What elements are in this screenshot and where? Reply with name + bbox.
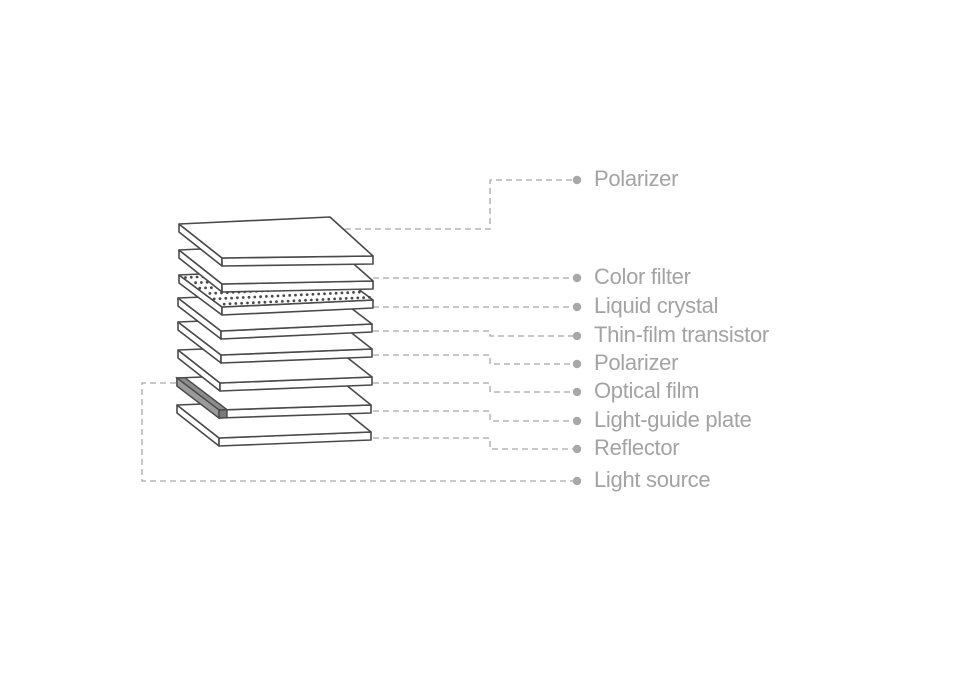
crystal-dot xyxy=(327,297,331,301)
crystal-dot xyxy=(195,275,199,279)
crystal-dot xyxy=(340,291,344,295)
crystal-dot xyxy=(198,286,202,290)
crystal-dot xyxy=(288,294,292,297)
crystal-dot xyxy=(184,276,187,279)
crystal-dot xyxy=(251,301,255,305)
crystal-dot xyxy=(224,296,228,300)
leader-dot xyxy=(572,387,582,397)
crystal-dot xyxy=(280,300,284,303)
light-source-bar xyxy=(175,376,229,420)
crystal-dot xyxy=(222,302,226,306)
label-light-source: Light source xyxy=(594,467,711,492)
crystal-dot xyxy=(259,295,262,299)
crystal-dot xyxy=(317,292,321,296)
crystal-dot xyxy=(194,281,198,285)
crystal-dot xyxy=(298,299,302,302)
crystal-dot xyxy=(253,295,257,299)
crystal-dot xyxy=(362,296,365,299)
leader-line-optical-film xyxy=(373,382,577,393)
crystal-dot xyxy=(286,299,290,303)
leader-dot xyxy=(572,444,582,454)
crystal-dot xyxy=(368,295,371,299)
leader-dot xyxy=(572,273,582,283)
leader-line-thin-film-transistor xyxy=(373,330,577,337)
leader-line-light-guide-plate xyxy=(373,410,577,422)
crystal-dot xyxy=(282,294,286,297)
crystal-dot xyxy=(200,281,203,284)
crystal-dot xyxy=(257,301,261,304)
crystal-dot xyxy=(346,291,350,295)
leader-dot xyxy=(572,175,582,185)
leader-lines xyxy=(141,175,582,486)
label-polarizer-top: Polarizer xyxy=(594,166,679,191)
crystal-dot xyxy=(352,291,355,294)
crystal-dot xyxy=(323,292,326,296)
crystal-dot xyxy=(321,298,325,301)
crystal-dot xyxy=(189,275,193,279)
crystal-dot xyxy=(212,297,216,301)
leader-line-polarizer-top xyxy=(345,179,577,230)
leader-line-light-source xyxy=(141,382,577,482)
light-source-end xyxy=(218,408,228,419)
crystal-dot xyxy=(240,301,244,305)
label-light-guide-plate: Light-guide plate xyxy=(594,407,752,432)
label-reflector: Reflector xyxy=(594,435,680,460)
crystal-dot xyxy=(246,301,249,305)
crystal-dot xyxy=(357,290,361,294)
leader-dot xyxy=(572,476,582,486)
crystal-dot xyxy=(305,293,309,296)
crystal-dot xyxy=(339,297,342,301)
crystal-dot xyxy=(270,294,274,298)
crystal-dot xyxy=(218,297,222,300)
label-thin-film-transistor: Thin-film transistor xyxy=(594,322,769,347)
leader-line-reflector xyxy=(373,437,577,450)
crystal-dot xyxy=(247,295,251,299)
leader-dot xyxy=(572,302,582,312)
crystal-dot xyxy=(294,293,297,297)
leader-dot xyxy=(572,331,582,341)
crystal-dot xyxy=(204,286,208,290)
crystal-dot xyxy=(334,291,338,295)
crystal-dot xyxy=(230,296,234,300)
crystal-dot xyxy=(333,297,336,301)
layer-stack xyxy=(175,216,374,447)
crystal-dot xyxy=(263,300,267,304)
crystal-dot xyxy=(299,293,303,297)
crystal-dot xyxy=(315,298,319,302)
layer-plate-polarizer-top xyxy=(178,216,374,267)
crystal-dot xyxy=(275,300,278,303)
crystal-dot xyxy=(236,296,239,300)
crystal-dot xyxy=(269,300,273,304)
crystal-dot xyxy=(208,292,212,295)
leader-dot xyxy=(572,359,582,369)
crystal-dot xyxy=(356,296,360,300)
crystal-dot xyxy=(309,298,313,302)
crystal-dot xyxy=(228,302,232,306)
crystal-dot xyxy=(311,292,315,296)
plate-top-face xyxy=(178,216,374,259)
leader-line-polarizer-bottom xyxy=(373,354,577,365)
crystal-dot xyxy=(210,286,213,290)
crystal-dot xyxy=(234,302,238,305)
label-optical-film: Optical film xyxy=(594,378,700,403)
label-polarizer-bottom: Polarizer xyxy=(594,350,679,375)
crystal-dot xyxy=(304,298,307,302)
crystal-dot xyxy=(328,292,332,295)
crystal-dot xyxy=(350,296,354,300)
crystal-dot xyxy=(292,299,296,303)
label-liquid-crystal: Liquid crystal xyxy=(594,293,719,318)
label-color-filter: Color filter xyxy=(594,264,691,289)
crystal-dot xyxy=(276,294,280,298)
leader-dot xyxy=(572,416,582,426)
crystal-dot xyxy=(241,296,245,299)
crystal-dot xyxy=(344,297,348,300)
crystal-dot xyxy=(265,295,268,298)
crystal-dot xyxy=(214,291,218,295)
